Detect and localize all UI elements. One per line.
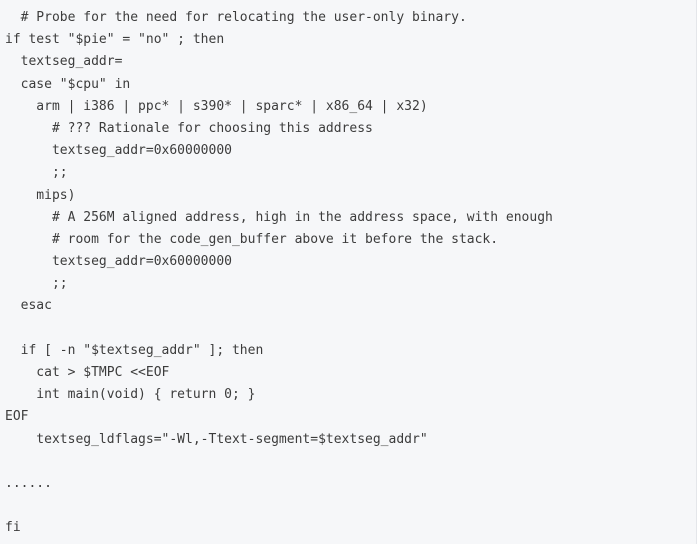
code-line: esac [5,298,52,314]
code-line: # A 256M aligned address, high in the ad… [5,209,553,225]
code-line: case "$cpu" in [5,76,131,92]
code-line: if test "$pie" = "no" ; then [5,32,225,48]
code-line: mips) [5,187,76,203]
code-line: cat > $TMPC <<EOF [5,365,170,380]
code-line: textseg_addr= [5,54,123,70]
code-text: # Probe for the need for relocating the … [5,7,553,540]
code-line: if [ -n "$textseg_addr" ]; then [5,342,264,358]
code-line: textseg_addr=0x60000000 [5,143,232,159]
code-line: EOF [5,409,29,425]
code-line [5,451,553,473]
code-line: # ??? Rationale for choosing this addres… [5,120,373,136]
code-line: textseg_ldflags="-Wl,-Ttext-segment=$tex… [5,431,428,447]
code-line: int main(void) { return 0; } [5,387,256,403]
code-line: ;; [5,276,68,292]
code-line [5,318,553,340]
code-line: # Probe for the need for relocating the … [5,10,467,25]
code-line: # room for the code_gen_buffer above it … [5,231,499,247]
code-line: ...... [5,475,52,491]
code-line: textseg_addr=0x60000000 [5,254,232,270]
code-line: arm | i386 | ppc* | s390* | sparc* | x86… [5,98,428,114]
code-line: ;; [5,165,68,181]
code-line: fi [5,520,21,536]
code-line [5,495,553,517]
